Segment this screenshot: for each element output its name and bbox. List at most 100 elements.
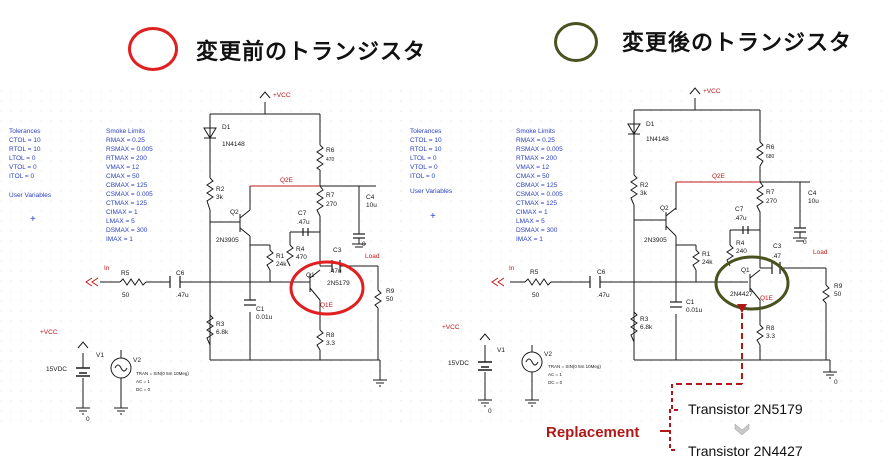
after-legend-label: 変更後のトランジスタ [622,31,853,56]
schematic-label: .47u [734,215,747,222]
schematic-label: C7 [298,210,307,217]
info-line: CMAX = 50 [516,173,550,180]
info-line: CMAX = 50 [106,173,140,180]
info-line: VMAX = 12 [106,164,139,171]
schematic-label: 24k [702,259,713,266]
tol-line: Tolerances [9,128,41,135]
schematic-label: TRAN = SIN(0 5m 10Meg) [136,371,189,376]
schematic-label: Q1E [320,302,334,309]
tol-line: CTOL = 10 [9,137,41,144]
info-line: CIMAX = 1 [106,209,138,216]
schematic-label: C6 [176,270,185,277]
info-line: CBMAX = 125 [516,182,558,189]
schematic-label: 50 [122,292,130,299]
schematic-label: R8 [326,332,335,339]
plus-marker: + [430,211,436,222]
schematic-label: 3k [216,194,224,201]
schematic-label: +VCC [442,324,460,331]
resistor-r5 [119,278,147,286]
resistor-r9 [822,284,830,304]
after-legend-circle [554,22,598,62]
tol-line: VTOL = 0 [9,164,37,171]
callout-arrowhead [737,304,747,313]
schematic-label: .47u [597,292,610,299]
schematic-label: In [104,265,110,272]
schematic-label: AC = 1 [136,379,150,384]
schematic-label: Q2E [712,173,726,180]
schematic-label: .47u [297,219,310,226]
resistor-r6 [756,141,764,167]
schematic-label: 2N5179 [327,280,350,287]
info-line: RTOL = 10 [410,146,442,153]
schematic-label: AC = 1 [548,372,562,377]
schematic-label: .47 [772,253,781,260]
schematic-label: V2 [544,351,552,358]
replacement-to: Transistor 2N4427 [688,443,803,459]
schematic-label: R3 [640,316,649,323]
info-line: LMAX = 5 [516,218,545,225]
info-line: LTOL = 0 [410,155,437,162]
info-line: RSMAX = 0.005 [106,146,153,153]
info-line: DSMAX = 300 [516,227,558,234]
schematic-label: +VCC [703,88,721,95]
info-line: CTOL = 10 [410,137,442,144]
schematic-label: 6.8k [640,324,653,331]
schematic-label: +VCC [273,92,291,99]
schematic-label: Load [813,249,828,256]
info-line: User Variables [410,188,453,195]
schematic-label: 0.01u [686,307,703,314]
replacement-label: Replacement [546,424,639,441]
schematic-label: R4 [736,240,745,247]
resistor-r8 [756,324,764,346]
schematic-label: 0 [834,379,838,386]
schematic-label: R7 [766,189,775,196]
right-tolerances: Tolerances CTOL = 10 RTOL = 10 LTOL = 0 … [410,128,453,195]
schematic-label: 0 [488,408,492,415]
info-line: CBMAX = 125 [106,182,148,189]
schematic-label: R6 [326,147,335,154]
diode-d1 [203,127,217,139]
info-line: ITOL = 0 [410,173,435,180]
schematic-label: 470 [326,157,335,163]
before-legend-label: 変更前のトランジスタ [196,40,427,65]
left-grid [0,88,408,428]
info-line: CSMAX = 0.005 [516,191,563,198]
schematic-label: 0 [803,239,807,246]
resistor-r8 [316,329,324,351]
schematic-label: V1 [497,347,505,354]
schematic-label: 3.3 [766,333,775,340]
chevron-down-icon [734,423,750,436]
resistor-r2 [206,177,214,211]
schematic-label: 270 [766,198,777,205]
schematic-label: C6 [597,269,606,276]
schematic-label: R9 [834,283,843,290]
right-smoke-limits: Smoke Limits RMAX = 0.25 RSMAX = 0.005 R… [516,128,565,243]
schematic-label: Q1 [741,267,750,274]
schematic-label: R9 [386,288,395,295]
schematic-label: .47u [329,268,342,275]
schematic-label: C3 [773,243,782,250]
schematic-label: R6 [766,144,775,151]
schematic-label: C4 [808,190,817,197]
schematic-label: 3k [640,190,648,197]
info-line: CTMAX = 125 [106,200,147,207]
schematic-label: R3 [216,321,225,328]
schematic-label: 470 [296,254,307,261]
resistor-r4 [286,244,294,267]
info-line: IMAX = 1 [516,236,543,243]
schematic-label: Q1E [760,295,774,302]
schematic-label: 0 [362,241,366,248]
schematic-label: 0.01u [256,314,273,321]
schematic-label: C7 [735,206,744,213]
before-legend-circle [128,27,178,71]
schematic-label: R7 [326,192,335,199]
schematic-label: .47u [176,292,189,299]
source-v2 [521,351,543,373]
tol-line: LTOL = 0 [9,155,36,162]
schematic-label: 50 [386,296,394,303]
diode-d1 [627,123,641,135]
schematic-label: +VCC [40,329,58,336]
resistor-r7 [316,185,324,217]
schematic-label: 240 [736,248,747,255]
